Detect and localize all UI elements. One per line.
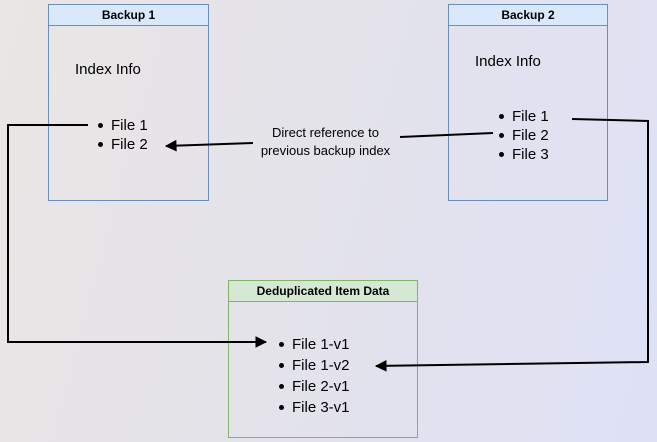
- backup1-index-info-label: Index Info: [75, 61, 141, 78]
- list-item: File 1: [499, 107, 549, 126]
- dedup-title: Deduplicated Item Data: [256, 284, 390, 298]
- list-item: File 1-v2: [279, 355, 350, 376]
- item-label: File 3: [512, 146, 549, 163]
- item-label: File 2-v1: [292, 378, 350, 395]
- bullet-icon: [279, 384, 284, 389]
- dedup-file-list: File 1-v1 File 1-v2 File 2-v1 File 3-v1: [279, 334, 350, 418]
- list-item: File 3-v1: [279, 397, 350, 418]
- bullet-icon: [279, 405, 284, 410]
- list-item: File 2: [499, 126, 549, 145]
- item-label: File 3-v1: [292, 399, 350, 416]
- backup2-file-list: File 1 File 2 File 3: [499, 107, 549, 164]
- bullet-icon: [279, 363, 284, 368]
- list-item: File 1-v1: [279, 334, 350, 355]
- bullet-icon: [98, 123, 103, 128]
- backup2-index-info-label: Index Info: [475, 53, 541, 70]
- dedup-header: Deduplicated Item Data: [229, 281, 417, 302]
- item-label: File 2: [512, 127, 549, 144]
- backup1-header: Backup 1: [49, 5, 208, 26]
- edge-label-direct-reference: Direct reference to previous backup inde…: [238, 124, 413, 160]
- backup1-node: Backup 1: [48, 4, 209, 201]
- item-label: File 1-v2: [292, 357, 350, 374]
- edge-label-line2: previous backup index: [260, 143, 391, 158]
- bullet-icon: [98, 142, 103, 147]
- item-label: File 1: [111, 117, 148, 134]
- backup2-header: Backup 2: [449, 5, 607, 26]
- edge-label-line1: Direct reference to: [272, 125, 379, 140]
- item-label: File 1: [512, 108, 549, 125]
- item-label: File 2: [111, 136, 148, 153]
- item-label: File 1-v1: [292, 336, 350, 353]
- dedup-node: Deduplicated Item Data: [228, 280, 418, 438]
- list-item: File 2-v1: [279, 376, 350, 397]
- backup1-title: Backup 1: [101, 8, 156, 22]
- list-item: File 1: [98, 116, 148, 135]
- list-item: File 2: [98, 135, 148, 154]
- backup2-node: Backup 2: [448, 4, 608, 201]
- list-item: File 3: [499, 145, 549, 164]
- bullet-icon: [499, 133, 504, 138]
- backup1-file-list: File 1 File 2: [98, 116, 148, 154]
- bullet-icon: [499, 114, 504, 119]
- backup2-title: Backup 2: [501, 8, 555, 22]
- bullet-icon: [279, 342, 284, 347]
- bullet-icon: [499, 152, 504, 157]
